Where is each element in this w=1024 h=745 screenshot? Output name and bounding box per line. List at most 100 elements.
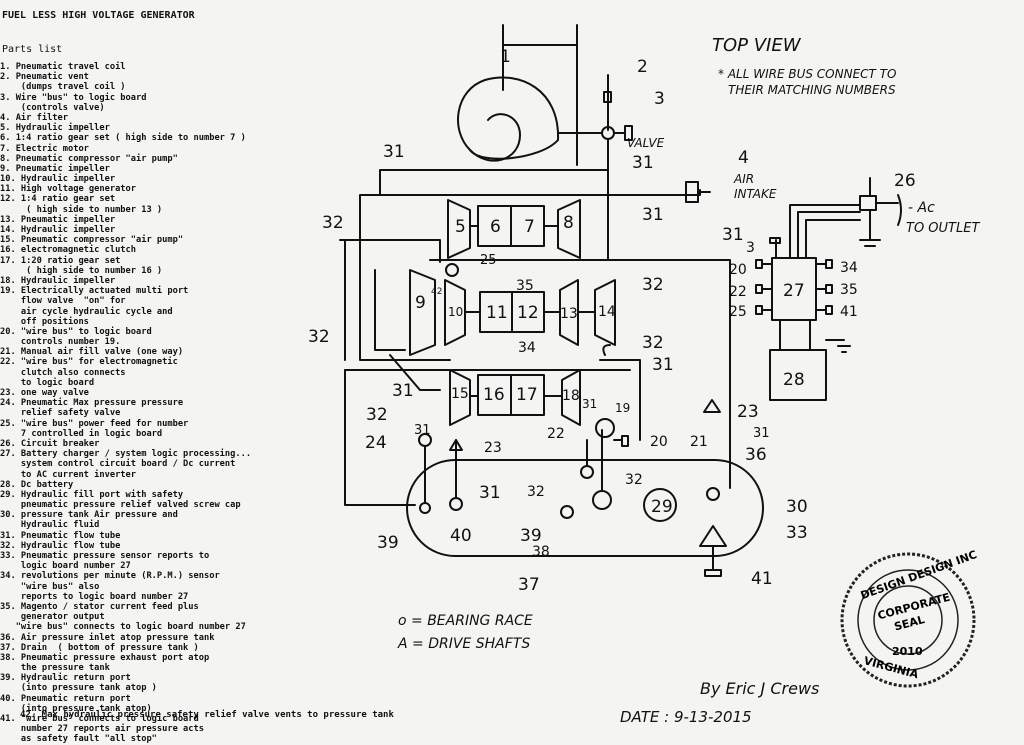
parts-list-item: ( high side to number 16 ) xyxy=(0,265,163,276)
label-2: 2 xyxy=(637,57,648,77)
parts-list-item: 2. Pneumatic vent xyxy=(0,72,89,83)
label-25: 25 xyxy=(480,253,497,268)
label-23: 23 xyxy=(737,402,759,422)
valve-label: VALVE xyxy=(627,136,665,150)
label-31e: 31 xyxy=(652,355,674,375)
label-3: 3 xyxy=(654,89,665,109)
parts-list-item: 40. Pneumatic return port xyxy=(0,693,131,704)
legend-bearing-race: o = BEARING RACE xyxy=(398,613,533,629)
parts-list-item: 18. Hydraulic impeller xyxy=(0,275,116,286)
label-28: 28 xyxy=(783,370,805,390)
parts-list-item: 24. Pneumatic Max pressure pressure xyxy=(0,398,184,409)
parts-list-item: 39. Hydraulic return port xyxy=(0,673,131,684)
label-31d: 31 xyxy=(722,225,744,245)
label-15: 15 xyxy=(451,386,469,402)
parts-list-item: logic board number 27 xyxy=(0,561,131,572)
parts-list-item: 27. Battery charger / system logic proce… xyxy=(0,449,252,460)
label-6: 6 xyxy=(490,217,501,237)
parts-list-item: 22. "wire bus" for electromagnetic xyxy=(0,357,178,368)
parts-list-item: "wire bus" connects to logic board numbe… xyxy=(0,622,246,633)
label-32g: 32 xyxy=(527,484,545,500)
parts-list-item: 28. Dc battery xyxy=(0,479,74,490)
parts-list-item: Hydraulic fluid xyxy=(0,520,100,531)
parts-list-item: (into pressure tank atop) xyxy=(0,703,152,714)
parts-list-item: 20. "wire bus" to logic board xyxy=(0,326,152,337)
parts-list-item-42: 42. Max hydraulic pressure safety relief… xyxy=(20,710,394,720)
label-30: 30 xyxy=(786,497,808,517)
parts-list-item: "wire bus" also xyxy=(0,581,100,592)
label-19: 19 xyxy=(615,401,630,415)
parts-list-item: 11. High voltage generator xyxy=(0,184,136,195)
to-outlet-label: TO OUTLET xyxy=(906,221,980,236)
parts-list-item: reports to logic board number 27 xyxy=(0,591,189,602)
label-32b: 32 xyxy=(642,275,664,295)
label-17: 17 xyxy=(516,385,538,405)
label-13: 13 xyxy=(560,306,578,322)
seal-state-text: VIRGINIA xyxy=(862,654,920,681)
corporate-seal: DESIGN DESIGN INC CORPORATE SEAL 2010 VI… xyxy=(840,548,979,688)
label-26: 26 xyxy=(894,171,916,191)
label-39: 39 xyxy=(377,533,399,553)
parts-list-item: 41. "wire bus" connects to logic board xyxy=(0,714,199,724)
label-21: 21 xyxy=(690,434,708,450)
parts-list-item: 8. Pneumatic compressor "air pump" xyxy=(0,153,178,164)
signature: By Eric J Crews xyxy=(700,679,819,698)
label-34: 34 xyxy=(518,340,536,356)
parts-list-item: 14. Hydraulic impeller xyxy=(0,225,116,235)
label-14: 14 xyxy=(598,304,616,320)
label-3b: 3 xyxy=(746,240,755,256)
parts-list-item: 36. Air pressure inlet atop pressure tan… xyxy=(0,632,215,643)
parts-list-item: 23. one way valve xyxy=(0,388,89,398)
label-25b: 25 xyxy=(729,304,747,320)
parts-list-item: 7 controlled in logic board xyxy=(0,428,163,439)
label-42: 42 xyxy=(431,287,442,297)
parts-list-item: (into pressure tank atop ) xyxy=(0,683,157,694)
parts-list-item: 6. 1:4 ratio gear set ( high side to num… xyxy=(0,133,246,144)
document-title: FUEL LESS HIGH VOLTAGE GENERATOR xyxy=(2,10,195,21)
parts-list-item: 12. 1:4 ratio gear set xyxy=(0,194,116,205)
parts-list-item: 35. Magento / stator current feed plus xyxy=(0,601,199,612)
label-37: 37 xyxy=(518,575,540,595)
label-9: 9 xyxy=(415,293,426,313)
parts-list-item: 21. Manual air fill valve (one way) xyxy=(0,347,184,358)
parts-list-item: 29. Hydraulic fill port with safety xyxy=(0,489,184,500)
parts-list-item: 31. Pneumatic flow tube xyxy=(0,530,121,541)
parts-list-item: 26. Circuit breaker xyxy=(0,438,100,449)
legend-drive-shafts: A = DRIVE SHAFTS xyxy=(397,636,530,652)
parts-list-item: 32. Hydraulic flow tube xyxy=(0,540,121,551)
label-4: 4 xyxy=(738,148,749,168)
parts-list-item: system control circuit board / Dc curren… xyxy=(0,459,236,470)
parts-list-item: number 27 reports air pressure acts xyxy=(0,724,204,735)
label-5: 5 xyxy=(455,217,466,237)
parts-list-item: 16. electromagnetic clutch xyxy=(0,245,136,256)
parts-list-item: generator output xyxy=(0,612,105,623)
parts-list-item: controls number 19. xyxy=(0,337,121,348)
label-31c: 31 xyxy=(642,205,664,225)
label-8: 8 xyxy=(563,213,574,233)
air-intake-label-2: INTAKE xyxy=(734,187,777,201)
label-31b: 31 xyxy=(632,153,654,173)
label-40: 40 xyxy=(450,526,472,546)
label-41: 41 xyxy=(751,569,773,589)
label-1: 1 xyxy=(500,47,511,67)
label-31j: 31 xyxy=(582,397,597,411)
label-35: 35 xyxy=(516,278,534,294)
parts-list-item: ( high side to number 13 ) xyxy=(0,204,163,215)
parts-list-item: 38. Pneumatic pressure exhaust port atop xyxy=(0,652,210,663)
parts-list-item: 25. "wire bus" power feed for number xyxy=(0,418,189,429)
label-20b: 20 xyxy=(729,262,747,278)
label-7: 7 xyxy=(524,217,535,237)
parts-list-item: to AC current inverter xyxy=(0,469,136,480)
label-11: 11 xyxy=(486,303,508,323)
parts-list-item: 34. revolutions per minute (R.P.M.) sens… xyxy=(0,571,220,582)
parts-list-item: flow valve "on" for xyxy=(0,296,126,307)
parts-list-item: (dumps travel coil ) xyxy=(0,82,126,93)
label-32d: 32 xyxy=(642,333,664,353)
travel-coil xyxy=(457,24,578,166)
label-31i: 31 xyxy=(479,483,501,503)
label-32e: 32 xyxy=(366,405,388,425)
label-27: 27 xyxy=(783,281,805,301)
parts-list-item: 5. Hydraulic impeller xyxy=(0,123,110,134)
label-31h: 31 xyxy=(753,426,770,441)
